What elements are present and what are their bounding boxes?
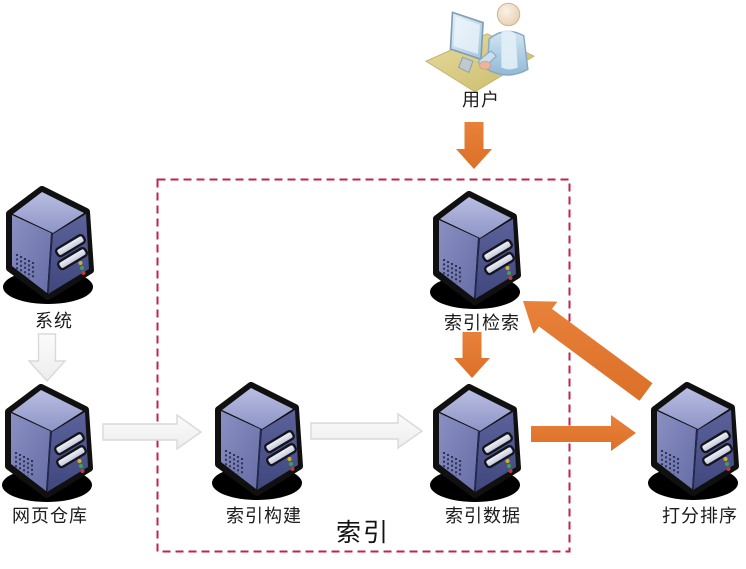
arrow-index-data-to-score-rank [531,415,636,451]
server-icon-system [3,190,93,304]
node-label-index-retrieval: 索引检索 [444,313,520,333]
arrow-system-to-web-repository [27,333,67,383]
node-label-system: 系统 [35,311,73,331]
node-label-index-build: 索引构建 [226,506,302,526]
server-icon-index-build [212,386,302,500]
server-icon-index-data [430,388,520,502]
node-label-user: 用户 [462,90,500,110]
node-label-score-rank: 打分排序 [662,506,738,526]
arrow-web-repository-to-index-build [102,413,203,451]
server-icon-index-retrieval [430,195,520,309]
arrow-score-rank-to-index-retrieval [523,301,653,401]
arrow-index-build-to-index-data [310,412,424,450]
server-icon-score-rank [648,386,738,500]
node-label-web-repository: 网页仓库 [12,506,88,526]
node-label-index-data: 索引数据 [445,506,521,526]
index-group-label: 索引 [335,519,391,547]
user-at-computer-icon [425,2,535,93]
arrow-user-to-index-retrieval [456,122,492,169]
arrow-index-retrieval-to-index-data [454,332,490,378]
server-icon-web-repository [2,388,92,502]
index-group-box [156,178,571,553]
